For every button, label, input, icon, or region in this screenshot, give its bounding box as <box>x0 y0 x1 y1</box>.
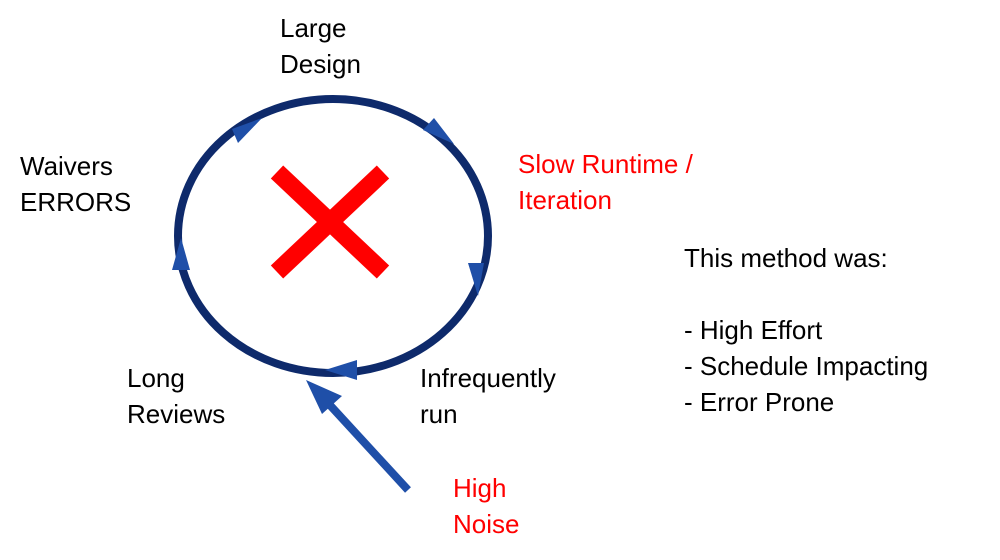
label-slow-runtime-line-1: Slow Runtime / <box>518 149 693 179</box>
summary-item: - High Effort <box>684 315 823 345</box>
label-slow-runtime-line-2: Iteration <box>518 185 612 215</box>
label-high-noise-line-2: Noise <box>453 509 520 539</box>
label-high-noise: High Noise <box>453 470 519 542</box>
summary-spacer <box>684 276 928 312</box>
label-large-design-line-2: Design <box>280 49 361 79</box>
label-long-reviews-line-2: Reviews <box>127 399 226 429</box>
summary-item: - Error Prone <box>684 387 835 417</box>
cycle-arrowhead-top-left <box>232 118 262 143</box>
label-long-reviews: Long Reviews <box>127 360 225 432</box>
label-slow-runtime: Slow Runtime / Iteration <box>518 146 693 218</box>
label-large-design-line-1: Large <box>280 13 347 43</box>
label-waivers-errors-line-2: ERRORS <box>20 187 132 217</box>
noise-input-arrow <box>306 380 411 493</box>
cycle-loop <box>174 95 492 377</box>
label-infrequently-run-line-1: Infrequently <box>420 363 556 393</box>
cycle-arrowhead-top-right <box>423 118 454 144</box>
label-waivers-errors-line-1: Waivers <box>20 151 113 181</box>
cycle-arrowhead-left <box>172 238 190 270</box>
label-infrequently-run: Infrequently run <box>420 360 556 432</box>
label-long-reviews-line-1: Long <box>127 363 185 393</box>
x-cross-icon <box>270 165 390 279</box>
cycle-arrowhead-right <box>468 263 484 296</box>
summary-panel: This method was: - High Effort - Schedul… <box>684 240 928 420</box>
cycle-arrowhead-bottom <box>325 360 357 380</box>
label-waivers-errors: Waivers ERRORS <box>20 148 131 220</box>
summary-item: - Schedule Impacting <box>684 351 929 381</box>
summary-heading: This method was: <box>684 243 888 273</box>
label-large-design: Large Design <box>280 10 361 82</box>
label-infrequently-run-line-2: run <box>420 399 458 429</box>
label-high-noise-line-1: High <box>453 473 507 503</box>
